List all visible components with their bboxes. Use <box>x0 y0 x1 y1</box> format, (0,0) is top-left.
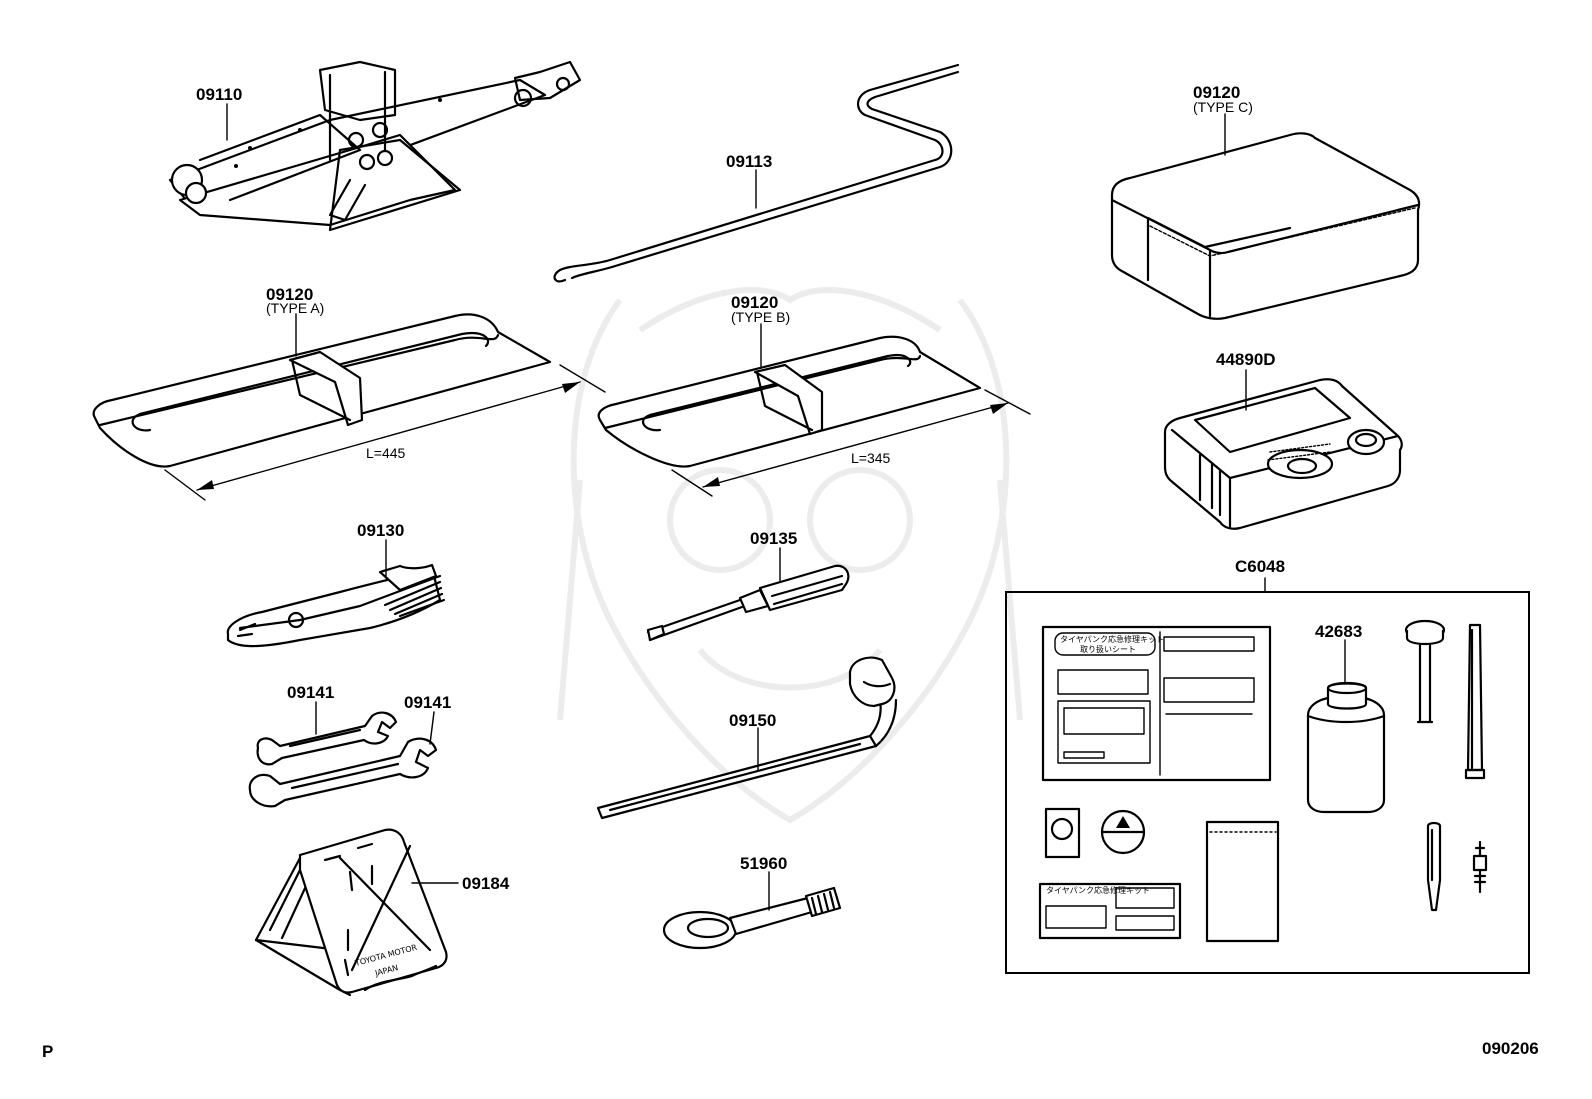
screwdriver <box>646 564 850 642</box>
part-label-compressor: 44890D <box>1216 350 1276 369</box>
warning-sticker <box>1100 809 1146 855</box>
footer-diagram-number: 090206 <box>1482 1039 1539 1058</box>
footer-left-code: P <box>42 1042 53 1061</box>
tire-inflator-compressor <box>1163 378 1403 530</box>
part-label-pliers: 09130 <box>357 521 404 540</box>
leader-line <box>429 711 435 745</box>
part-label-repair-kit: C6048 <box>1235 557 1285 576</box>
instruction-sheet: タイヤパンク応急修理キット 取り扱いシート <box>1041 625 1272 782</box>
valve-tool-small <box>1426 821 1442 912</box>
dimension-label: L=345 <box>851 450 891 466</box>
wheel-nut-wrench <box>596 656 898 820</box>
part-label-jack: 09110 <box>196 85 242 104</box>
valve-core <box>1472 840 1488 894</box>
part-label-chock: 09184 <box>462 874 510 893</box>
part-label-jack-handle: 09113 <box>726 152 772 171</box>
part-label-sealant-bottle: 42683 <box>1315 622 1362 641</box>
label-sticker: タイヤパンク応急修理キット <box>1038 882 1182 940</box>
valve-core-tool <box>1404 619 1446 724</box>
part-label-wheel-wrench: 09150 <box>729 711 776 730</box>
dimension-line <box>671 389 1031 497</box>
part-label-wrench-left: 09141 <box>287 683 334 702</box>
jack-handle <box>553 63 960 283</box>
towing-eye <box>662 886 842 950</box>
wheel-chock: TOYOTA MOTOR JAPAN <box>254 828 448 997</box>
part-label-towing-eye: 51960 <box>740 854 787 873</box>
double-open-end-wrench <box>248 737 438 808</box>
repair-kit-frame <box>1005 591 1530 974</box>
part-type-label: (TYPE B) <box>731 309 790 325</box>
label-sticker-text: タイヤパンク応急修理キット <box>1046 885 1150 895</box>
small-sticker <box>1044 807 1081 859</box>
part-type-label: (TYPE A) <box>266 300 324 316</box>
sheet-title: タイヤパンク応急修理キット <box>1060 634 1164 644</box>
dimension-line <box>164 364 606 501</box>
part-label-screwdriver: 09135 <box>750 529 797 548</box>
part-label-tool-box: 09120 <box>1193 83 1240 102</box>
tool-bag-type-b <box>597 335 982 468</box>
dimension-label: L=445 <box>366 445 406 461</box>
blank-card <box>1205 820 1280 943</box>
part-label-wrench-right: 09141 <box>404 693 451 712</box>
pliers <box>226 563 446 648</box>
part-label-tool-bag-b: 09120 <box>731 293 778 312</box>
sheet-subtitle: 取り扱いシート <box>1080 644 1136 654</box>
part-type-label: (TYPE C) <box>1193 99 1253 115</box>
double-open-end-wrench <box>256 711 398 766</box>
tool-bag-type-a <box>92 313 552 468</box>
scissor-jack <box>168 60 582 232</box>
part-label-tool-bag-a: 09120 <box>266 285 313 304</box>
sealant-bottle <box>1306 681 1386 814</box>
tool-box-type-c <box>1110 132 1421 320</box>
hose-rod <box>1464 623 1486 780</box>
